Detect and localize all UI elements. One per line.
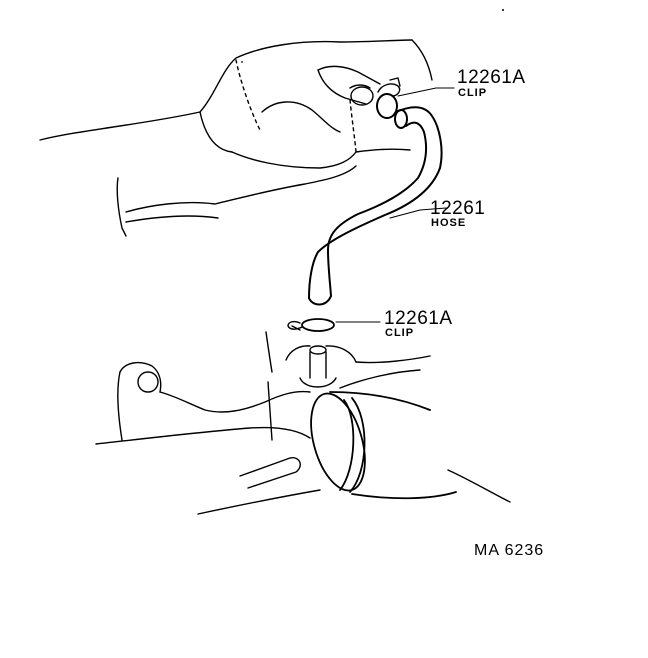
upper-clip: [376, 77, 401, 119]
figure-code: MA 6236: [474, 542, 545, 559]
clip-upper-part-number: 12261A: [457, 67, 526, 88]
intake-tube: [310, 391, 457, 500]
hose: [308, 106, 443, 306]
hose-part-number: 12261: [430, 198, 486, 219]
upper-engine-cover: [39, 39, 433, 237]
lower-clip: [287, 318, 335, 332]
clip-upper-name: CLIP: [458, 87, 488, 99]
upper-pipe-stub: [317, 65, 381, 106]
clip-lower-part-number: 12261A: [384, 308, 453, 329]
leader-lines: [335, 87, 455, 323]
hose-name: HOSE: [431, 217, 467, 229]
clip-lower-name: CLIP: [385, 327, 415, 339]
lower-nozzle: [265, 331, 357, 441]
lower-engine-block: [95, 355, 511, 515]
